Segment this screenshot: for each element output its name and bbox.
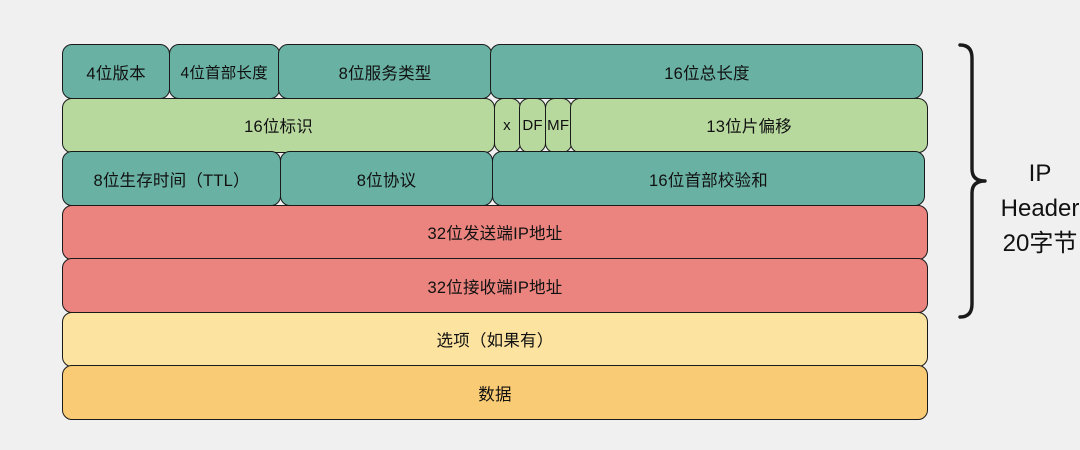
label-line-ip: IP — [1028, 160, 1052, 187]
row-data: 数据 — [62, 365, 928, 420]
right-curly-brace — [958, 43, 987, 319]
label-line-bytes: 20字节 — [1002, 230, 1078, 257]
label-line-header: Header — [1000, 195, 1080, 222]
field-total-length: 16位总长度 — [490, 44, 924, 99]
field-flag-df: DF — [519, 97, 547, 153]
field-protocol: 8位协议 — [279, 151, 494, 206]
field-data: 数据 — [62, 365, 928, 420]
field-source-ip: 32位发送端IP地址 — [62, 204, 928, 260]
field-flag-x: x — [493, 97, 521, 153]
field-header-length: 4位首部长度 — [168, 44, 280, 99]
field-ttl: 8位生存时间（TTL） — [62, 151, 282, 206]
field-service-type: 8位服务类型 — [278, 44, 492, 99]
field-options: 选项（如果有） — [62, 311, 928, 367]
row-word-4: 32位发送端IP地址 — [62, 204, 928, 260]
field-flag-mf: MF — [544, 97, 572, 153]
row-options: 选项（如果有） — [62, 311, 928, 367]
row-word-3: 8位生存时间（TTL） 8位协议 16位首部校验和 — [62, 151, 928, 206]
field-header-checksum: 16位首部校验和 — [491, 151, 925, 206]
row-word-1: 4位版本 4位首部长度 8位服务类型 16位总长度 — [62, 44, 928, 99]
ip-header-diagram: 4位版本 4位首部长度 8位服务类型 16位总长度 16位标识 x DF MF … — [62, 44, 928, 420]
field-fragment-offset: 13位片偏移 — [570, 97, 928, 153]
field-version: 4位版本 — [62, 44, 171, 99]
field-identification: 16位标识 — [62, 97, 495, 153]
row-word-5: 32位接收端IP地址 — [62, 258, 928, 313]
row-word-2: 16位标识 x DF MF 13位片偏移 — [62, 97, 928, 153]
field-destination-ip: 32位接收端IP地址 — [62, 258, 928, 313]
ip-header-size-label: IP Header 20字节 — [992, 156, 1080, 261]
